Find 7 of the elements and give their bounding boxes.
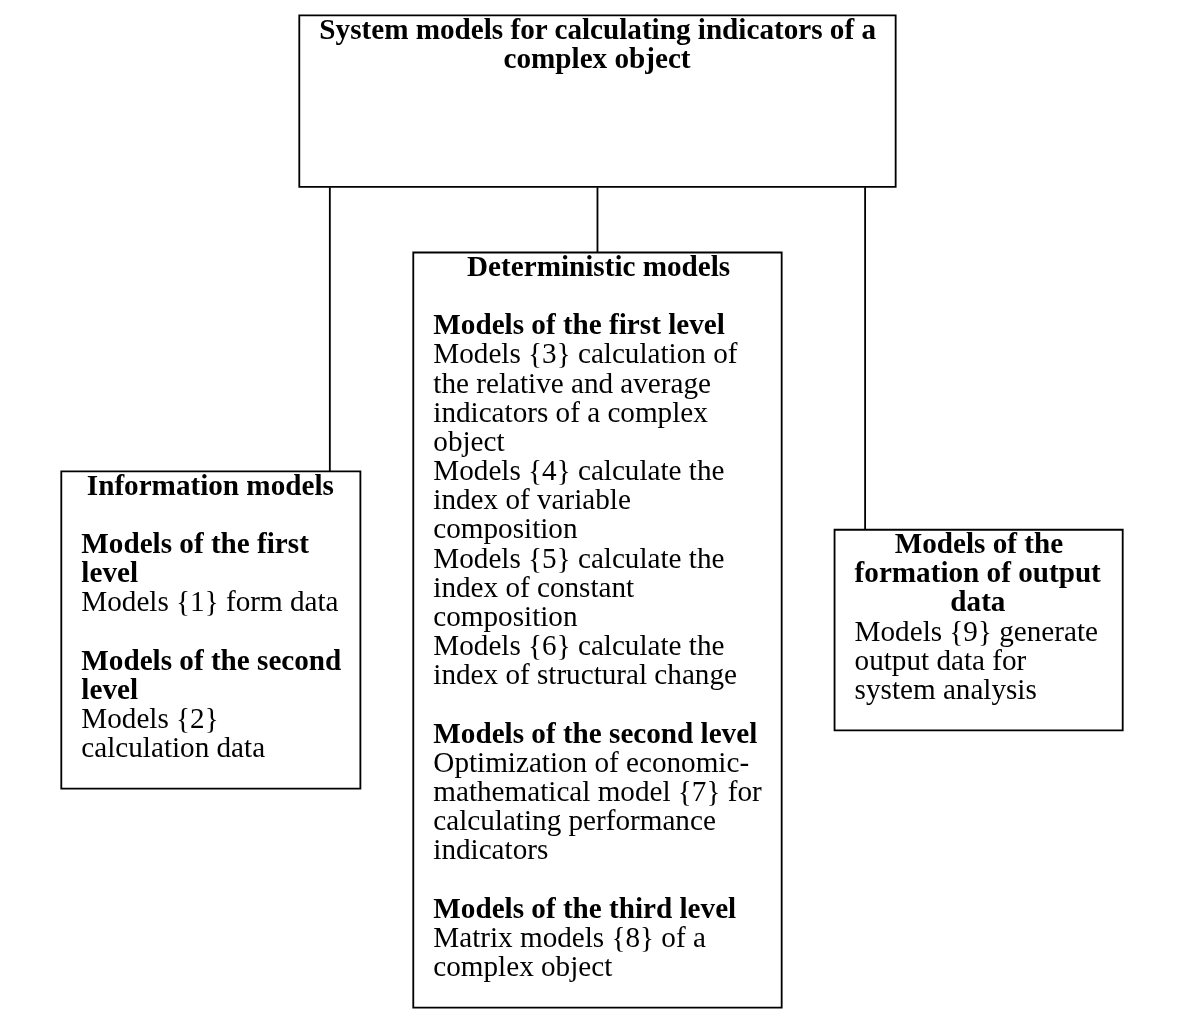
node-box: Information models Models of the first level Models {1} form data Models of the second level Models {2} calculation data <box>60 470 362 790</box>
node-box: Deterministic models Models of the first level Models {3} calculation of the relative and average indicators of a complex object Models {4} calculate the index of variable composition Models {5} calculate the index of constant composition Models {6} calculate the index of structural change Models of the second level Optimization of economic-mathematical model {7} for calculating performance indicators Models of the third level Matrix models {8} of a complex object <box>412 251 783 1009</box>
node-box: Models of the formation of output data Models {9} generate output data for system analysis <box>833 528 1124 732</box>
connector <box>596 186 599 254</box>
node-box: System models for calculating indicators of a complex object <box>298 14 897 188</box>
connector <box>328 186 331 473</box>
connector <box>864 186 866 531</box>
